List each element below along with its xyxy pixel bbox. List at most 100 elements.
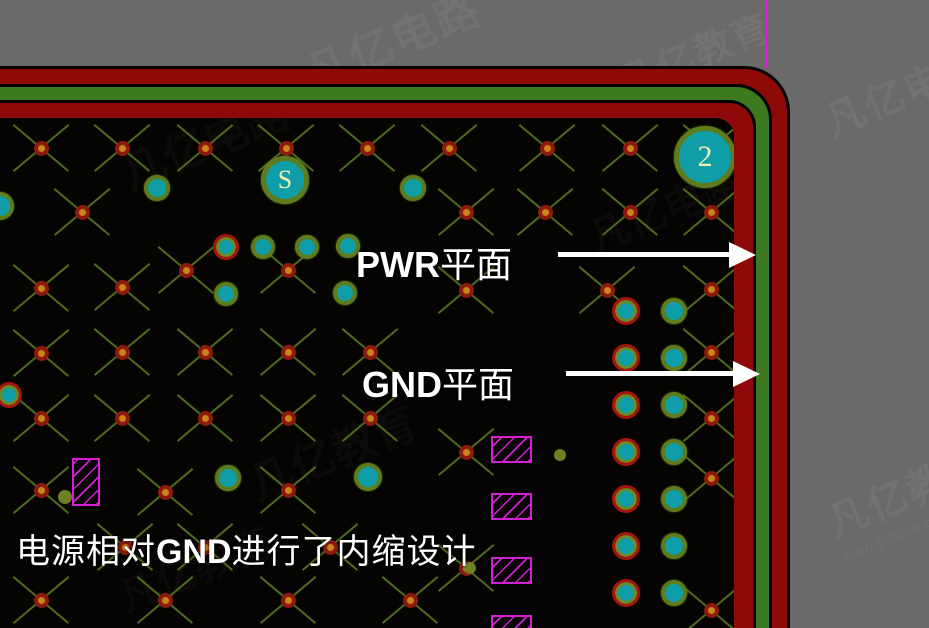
copper-pad <box>661 298 687 324</box>
small-pad-dot <box>58 490 72 504</box>
drill-cross-marker <box>93 261 151 313</box>
drill-cross-marker <box>437 264 495 316</box>
drill-cross-marker <box>176 326 234 378</box>
gnd-label-latin: GND <box>362 364 442 405</box>
copper-pad <box>214 282 238 306</box>
drill-cross-marker <box>176 122 234 174</box>
drill-cross-marker <box>682 392 734 444</box>
copper-pad <box>661 439 687 465</box>
drill-cross-marker <box>338 122 396 174</box>
drill-cross-marker <box>516 186 574 238</box>
drill-cross-marker <box>12 327 70 379</box>
keepout-region <box>491 557 532 584</box>
via <box>0 382 22 408</box>
drill-cross-marker <box>259 392 317 444</box>
drill-cross-marker <box>176 521 234 573</box>
pwr-arrow-head <box>729 241 756 268</box>
drill-cross-marker <box>176 392 234 444</box>
copper-pad <box>661 486 687 512</box>
drill-cross-marker <box>136 574 194 626</box>
drill-cross-marker <box>136 466 194 518</box>
drill-cross-marker <box>93 392 151 444</box>
via <box>612 344 640 372</box>
copper-pad <box>251 235 275 259</box>
keepout-region <box>72 458 100 506</box>
small-pad-dot <box>554 449 566 461</box>
via <box>612 579 640 607</box>
copper-pad <box>354 463 382 491</box>
drill-cross-marker <box>259 574 317 626</box>
labelled-pad-2: 2 <box>674 126 734 188</box>
drill-cross-marker <box>12 122 70 174</box>
pwr-arrow-shaft <box>558 252 730 257</box>
via <box>612 391 640 419</box>
drill-cross-marker <box>259 244 317 296</box>
drill-cross-marker <box>259 326 317 378</box>
drill-cross-marker <box>437 426 495 478</box>
via <box>612 438 640 466</box>
drill-cross-marker <box>341 326 399 378</box>
drill-cross-marker <box>12 574 70 626</box>
via <box>612 532 640 560</box>
drill-cross-marker <box>12 464 70 516</box>
drill-cross-marker <box>381 574 439 626</box>
via <box>612 485 640 513</box>
drill-cross-marker <box>257 122 315 174</box>
drill-cross-marker <box>157 244 215 296</box>
note-suffix: 进行了内缩设计 <box>231 534 477 571</box>
labelled-pad-s: S <box>261 156 309 204</box>
watermark-right-mid: 凡亿电路 <box>819 40 929 145</box>
small-pad-dot <box>464 562 476 574</box>
keepout-region <box>491 436 532 463</box>
drill-cross-marker <box>12 392 70 444</box>
drill-cross-marker <box>259 464 317 516</box>
drill-cross-marker <box>682 584 734 628</box>
note-prefix: 电源相对 <box>16 534 156 571</box>
keepout-region <box>491 615 532 628</box>
gnd-label-han: 平面 <box>442 365 515 405</box>
copper-pad <box>0 192 14 220</box>
via <box>612 297 640 325</box>
copper-pad <box>661 392 687 418</box>
drill-cross-marker <box>93 326 151 378</box>
note-latin: GND <box>156 533 232 571</box>
copper-pad <box>661 580 687 606</box>
gnd-arrow <box>566 360 760 387</box>
drill-cross-marker <box>437 186 495 238</box>
pwr-label-latin: PWR <box>356 244 440 285</box>
pwr-arrow <box>558 241 756 268</box>
drill-cross-marker <box>420 122 478 174</box>
copper-pad <box>333 281 357 305</box>
pwr-label-han: 平面 <box>440 245 513 285</box>
drill-cross-marker <box>93 122 151 174</box>
pwr-plane-label: PWR平面 <box>356 236 512 288</box>
drill-cross-marker <box>682 452 734 504</box>
drill-cross-marker <box>12 262 70 314</box>
copper-pad <box>144 175 170 201</box>
drill-cross-marker <box>682 326 734 378</box>
drill-cross-marker <box>341 392 399 444</box>
pad-designator: 2 <box>697 140 713 173</box>
copper-pad <box>215 465 241 491</box>
design-note-label: 电源相对GND进行了内缩设计 <box>16 524 477 573</box>
drill-cross-marker <box>578 264 636 316</box>
gnd-arrow-head <box>733 360 760 387</box>
keepout-region <box>491 493 532 520</box>
copper-pad <box>661 345 687 371</box>
copper-pad <box>295 235 319 259</box>
drill-cross-marker <box>682 186 734 238</box>
via <box>213 234 239 260</box>
gnd-plane-label: GND平面 <box>362 356 514 408</box>
copper-pad <box>400 175 426 201</box>
mechanical-outline-line <box>765 0 768 68</box>
drill-cross-marker <box>601 186 659 238</box>
watermark-right-lower: 凡亿教育 www.pcbbar.com <box>822 441 929 564</box>
copper-pad <box>661 533 687 559</box>
drill-cross-marker <box>96 521 154 573</box>
gnd-arrow-shaft <box>566 371 734 376</box>
drill-cross-marker <box>301 521 359 573</box>
drill-cross-marker <box>601 122 659 174</box>
drill-cross-marker <box>518 122 576 174</box>
pad-designator: S <box>277 165 293 194</box>
